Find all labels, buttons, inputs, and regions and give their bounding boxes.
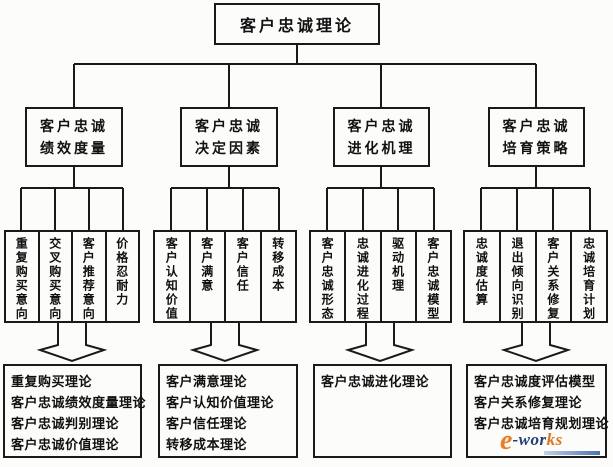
node-root: 客户忠诚理论 (214, 3, 380, 45)
factor-group-1: 重复购买意向 交叉购买意向 客户推荐意向 价格忍耐力 (4, 230, 140, 323)
theory-item: 客户满意理论 (166, 374, 248, 389)
factor-label: 退出倾向识别 (510, 237, 525, 321)
node-factor: 驱动机理 (379, 232, 415, 321)
theory-item: 客户关系修复理论 (474, 395, 583, 410)
theory-item: 客户忠诚培育规划理论 (474, 416, 610, 431)
node-factor: 客户满意 (188, 232, 225, 321)
factor-label: 转移成本 (270, 237, 285, 293)
theory-box-4: 客户忠诚度评估模型 客户关系修复理论 客户忠诚培育规划理论 (466, 364, 610, 458)
node-factor: 重复购买意向 (6, 232, 38, 321)
branch3-fanout-lines (326, 167, 435, 230)
factor-label: 交叉购买意向 (47, 237, 62, 321)
branch-title-line: 客户忠诚 (347, 118, 416, 134)
theory-item: 客户忠诚判别理论 (11, 416, 120, 431)
factor-label: 客户关系修复 (545, 237, 560, 321)
down-arrow-4 (500, 322, 572, 363)
factor-group-2: 客户认知价值 客户满意 客户信任 转移成本 (153, 230, 297, 323)
eworks-logo-wor: -wor (512, 430, 547, 449)
branch-title-line: 客户忠诚 (195, 118, 263, 134)
branch4-fanout-lines (480, 167, 591, 230)
theory-item: 客户忠诚度评估模型 (474, 374, 596, 389)
branch-title-line: 决定因素 (195, 140, 263, 156)
branch-title-line: 客户忠诚 (502, 118, 571, 134)
branch2-fanout-lines (170, 167, 280, 230)
factor-group-3: 客户忠诚形态 忠诚进化过程 驱动机理 客户忠诚模型 (309, 230, 452, 323)
down-arrow-3 (344, 322, 416, 363)
theory-item: 转移成本理论 (166, 437, 248, 452)
node-factor: 忠诚度估算 (465, 232, 499, 321)
factor-label: 客户推荐意向 (81, 237, 96, 321)
factor-label: 客户满意 (199, 237, 214, 293)
node-branch-2: 客户忠诚 决定因素 (180, 107, 278, 167)
factor-label: 客户忠诚模型 (425, 237, 440, 321)
node-factor: 退出倾向识别 (498, 232, 535, 321)
theory-box-1: 重复购买理论 客户忠诚绩效度量理论 客户忠诚判别理论 客户忠诚价值理论 (3, 364, 147, 458)
root-bus-lines (73, 45, 537, 107)
theory-item: 客户认知价值理论 (166, 395, 275, 410)
eworks-logo: e-works (500, 427, 604, 457)
down-arrow-2 (189, 322, 261, 363)
factor-label: 客户信任 (235, 237, 250, 293)
factor-label: 重复购买意向 (14, 237, 29, 321)
theory-box-3: 客户忠诚进化理论 (313, 364, 452, 458)
node-branch-1: 客户忠诚 绩效度量 (25, 107, 123, 167)
factor-label: 忠诚度估算 (474, 237, 489, 307)
branch-title-line: 培育策略 (502, 140, 571, 156)
node-factor: 忠诚培育计划 (570, 232, 606, 321)
node-factor: 客户认知价值 (155, 232, 189, 321)
branch1-fanout-lines (20, 167, 124, 230)
factor-group-4: 忠诚度估算 退出倾向识别 客户关系修复 忠诚培育计划 (463, 230, 608, 323)
node-factor: 转移成本 (259, 232, 296, 321)
node-factor: 客户关系修复 (534, 232, 571, 321)
eworks-logo-underline-bar (544, 451, 600, 455)
factor-label: 忠诚进化过程 (355, 237, 370, 321)
theory-item: 客户忠诚绩效度量理论 (11, 395, 147, 410)
eworks-logo-ks: ks (546, 430, 563, 449)
theory-item: 客户信任理论 (166, 416, 248, 431)
theory-box-2: 客户满意理论 客户认知价值理论 客户信任理论 转移成本理论 (158, 364, 298, 458)
branch-title-line: 进化机理 (347, 140, 416, 156)
node-factor: 客户忠诚形态 (311, 232, 344, 321)
factor-label: 驱动机理 (390, 237, 405, 293)
node-factor: 交叉购买意向 (37, 232, 72, 321)
branch-title-line: 客户忠诚 (40, 118, 108, 134)
node-branch-3: 客户忠诚 进化机理 (333, 107, 430, 167)
factor-label: 价格忍耐力 (114, 237, 129, 307)
node-factor: 价格忍耐力 (104, 232, 139, 321)
node-factor: 客户推荐意向 (71, 232, 105, 321)
down-arrow-1 (36, 322, 108, 363)
node-factor: 忠诚进化过程 (344, 232, 379, 321)
theory-item: 客户忠诚进化理论 (321, 374, 430, 389)
branch-title-line: 绩效度量 (40, 140, 108, 156)
node-factor: 客户信任 (224, 232, 260, 321)
node-factor: 客户忠诚模型 (414, 232, 450, 321)
theory-item: 客户忠诚价值理论 (11, 437, 120, 452)
theory-item: 重复购买理论 (11, 374, 93, 389)
node-branch-4: 客户忠诚 培育策略 (488, 107, 585, 167)
factor-label: 客户认知价值 (164, 237, 179, 321)
factor-label: 忠诚培育计划 (581, 237, 596, 321)
eworks-logo-e-swoosh: e (500, 425, 513, 456)
factor-label: 客户忠诚形态 (320, 237, 335, 321)
